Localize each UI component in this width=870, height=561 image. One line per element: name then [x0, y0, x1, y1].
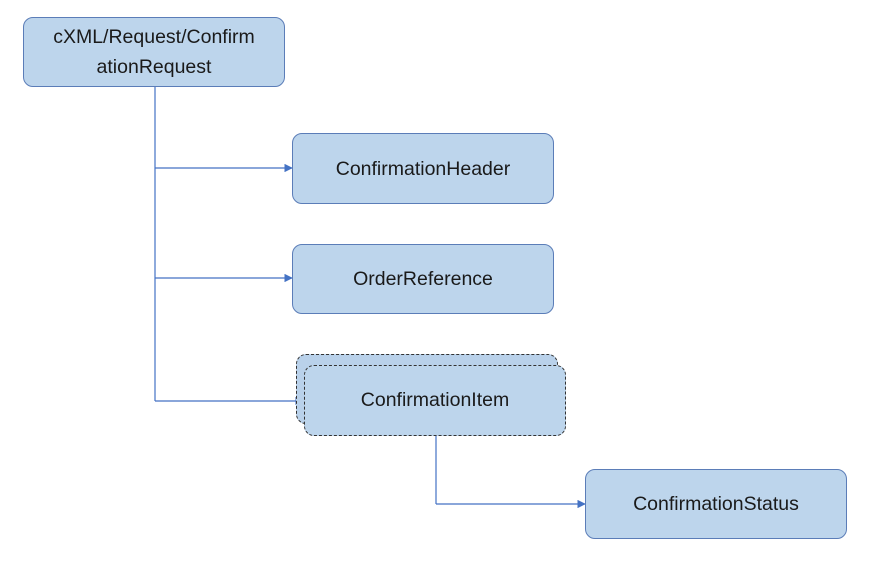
node-confirmation-status-label: ConfirmationStatus: [633, 493, 799, 515]
root-node-label-line1: cXML/Request/Confirm: [53, 26, 255, 48]
node-confirmation-item-label: ConfirmationItem: [360, 389, 510, 411]
node-order-reference[interactable]: OrderReference: [292, 244, 554, 314]
node-order-reference-label: OrderReference: [353, 268, 493, 290]
root-node-label-line2: ationRequest: [96, 56, 212, 78]
node-confirmation-header[interactable]: ConfirmationHeader: [292, 133, 554, 204]
node-confirmation-header-label: ConfirmationHeader: [335, 157, 511, 180]
node-confirmation-status[interactable]: ConfirmationStatus: [585, 469, 847, 539]
root-node-confirmation-request[interactable]: cXML/Request/Confirm ationRequest: [23, 17, 285, 87]
node-confirmation-item[interactable]: ConfirmationItem: [304, 365, 566, 436]
